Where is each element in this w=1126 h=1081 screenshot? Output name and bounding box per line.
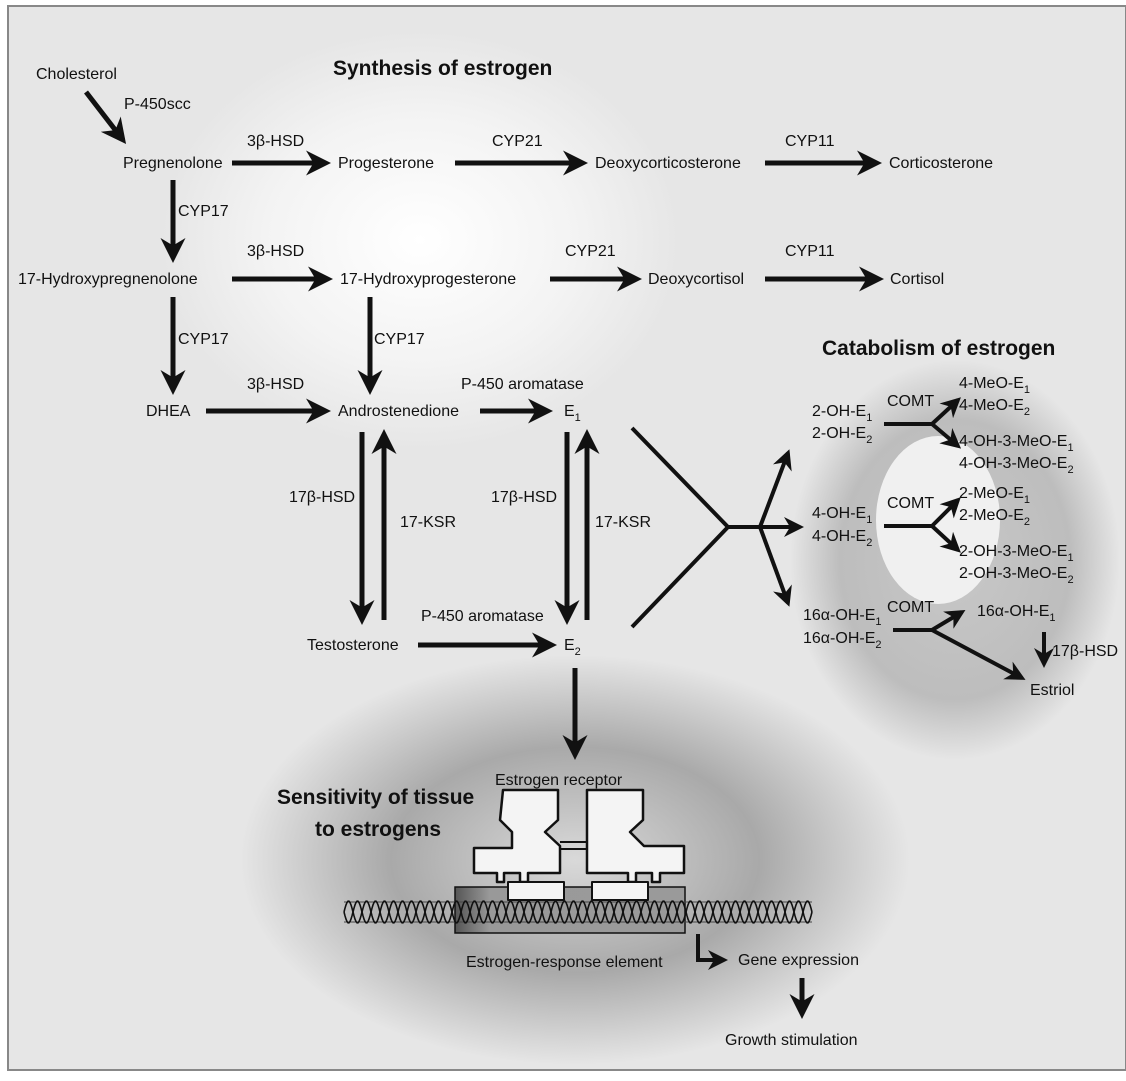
compound-17-hydroxypregnenolone: 17-Hydroxypregnenolone <box>18 271 198 288</box>
compound-testosterone: Testosterone <box>307 637 399 654</box>
enzyme-comt-2: COMT <box>887 495 934 512</box>
enzyme-3b-hsd-2: 3β-HSD <box>247 243 304 260</box>
metabolite-16a-oh-e1: 16α-OH-E1 <box>803 607 882 628</box>
compound-e1: E1 <box>564 403 581 424</box>
enzyme-17b-hsd-3: 17β-HSD <box>1052 643 1118 660</box>
enzyme-aromatase-1: P-450 aromatase <box>461 376 584 393</box>
dna-helix <box>343 900 813 924</box>
metabolite-4-meo-e2: 4-MeO-E2 <box>959 397 1030 418</box>
branch-from-e2 <box>630 525 730 629</box>
compound-dhea: DHEA <box>146 403 191 420</box>
enzyme-p450scc: P-450scc <box>124 96 191 113</box>
background-glow <box>160 30 680 450</box>
arrow-to-2oh <box>758 449 792 528</box>
metabolite-2-meo-e1: 2-MeO-E1 <box>959 485 1030 506</box>
enzyme-cyp11-2: CYP11 <box>785 243 835 260</box>
metabolite-2-meo-e2: 2-MeO-E2 <box>959 507 1030 528</box>
sensitivity-title-line2: to estrogens <box>315 818 441 841</box>
receptor-monomer-left <box>472 788 562 884</box>
metabolite-4-oh-3-meo-e2: 4-OH-3-MeO-E2 <box>959 455 1074 476</box>
background-shade-bottom <box>240 655 910 1065</box>
enzyme-cyp17-1: CYP17 <box>178 203 229 220</box>
growth-stimulation-label: Growth stimulation <box>725 1032 858 1049</box>
metabolite-16a-oh-e1-product: 16α-OH-E1 <box>977 603 1056 624</box>
metabolite-2-oh-e1: 2-OH-E1 <box>812 403 872 424</box>
enzyme-cyp21-2: CYP21 <box>565 243 616 260</box>
enzyme-cyp17-3: CYP17 <box>374 331 425 348</box>
compound-progesterone: Progesterone <box>338 155 434 172</box>
enzyme-17b-hsd-1: 17β-HSD <box>289 489 355 506</box>
enzyme-cyp21-1: CYP21 <box>492 133 543 150</box>
compound-deoxycorticosterone: Deoxycorticosterone <box>595 155 741 172</box>
arrow-to-16oh <box>758 526 792 607</box>
estrogen-receptor-dimer <box>472 788 686 901</box>
enzyme-3b-hsd-3: 3β-HSD <box>247 376 304 393</box>
comt-arrows-2 <box>884 497 961 553</box>
metabolite-2-oh-e2: 2-OH-E2 <box>812 425 872 446</box>
enzyme-comt-1: COMT <box>887 393 934 410</box>
enzyme-17b-hsd-2: 17β-HSD <box>491 489 557 506</box>
enzyme-cyp17-2: CYP17 <box>178 331 229 348</box>
branch-from-e1 <box>630 426 730 529</box>
catabolism-branch <box>630 426 804 629</box>
comt-arrows-3 <box>893 609 1054 680</box>
receptor-label: Estrogen receptor <box>495 772 623 789</box>
compound-corticosterone: Corticosterone <box>889 155 993 172</box>
receptor-dna-binding-right <box>591 881 649 901</box>
metabolite-4-meo-e1: 4-MeO-E1 <box>959 375 1030 396</box>
gene-expression-label: Gene expression <box>738 952 859 969</box>
catabolism-title: Catabolism of estrogen <box>822 337 1055 360</box>
metabolite-16a-oh-e2: 16α-OH-E2 <box>803 630 882 651</box>
compound-deoxycortisol: Deoxycortisol <box>648 271 744 288</box>
arrow-cholesterol-pregnenolone <box>84 90 127 144</box>
compound-cortisol: Cortisol <box>890 271 944 288</box>
metabolite-4-oh-e2: 4-OH-E2 <box>812 528 872 549</box>
enzyme-17-ksr-2: 17-KSR <box>595 514 651 531</box>
enzyme-cyp11-1: CYP11 <box>785 133 835 150</box>
compound-androstenedione: Androstenedione <box>338 403 459 420</box>
ere-label: Estrogen-response element <box>466 954 663 971</box>
synthesis-title: Synthesis of estrogen <box>333 57 552 80</box>
metabolite-2-oh-3-meo-e2: 2-OH-3-MeO-E2 <box>959 565 1074 586</box>
compound-17-hydroxyprogesterone: 17-Hydroxyprogesterone <box>340 271 516 288</box>
enzyme-aromatase-2: P-450 aromatase <box>421 608 544 625</box>
compound-pregnenolone: Pregnenolone <box>123 155 223 172</box>
comt-arrows-1 <box>884 397 962 449</box>
enzyme-3b-hsd-1: 3β-HSD <box>247 133 304 150</box>
receptor-dna-binding-left <box>507 881 565 901</box>
synthesis-arrows <box>84 90 884 760</box>
compound-e2: E2 <box>564 637 581 658</box>
compound-cholesterol: Cholesterol <box>36 66 117 83</box>
metabolite-4-oh-3-meo-e1: 4-OH-3-MeO-E1 <box>959 433 1074 454</box>
sensitivity-title-line1: Sensitivity of tissue <box>277 786 474 809</box>
compound-estriol: Estriol <box>1030 682 1074 699</box>
enzyme-17-ksr-1: 17-KSR <box>400 514 456 531</box>
enzyme-comt-3: COMT <box>887 599 934 616</box>
receptor-monomer-right <box>585 788 686 884</box>
metabolite-4-oh-e1: 4-OH-E1 <box>812 505 872 526</box>
arrow-gene-expression <box>696 934 728 970</box>
metabolite-2-oh-3-meo-e1: 2-OH-3-MeO-E1 <box>959 543 1074 564</box>
